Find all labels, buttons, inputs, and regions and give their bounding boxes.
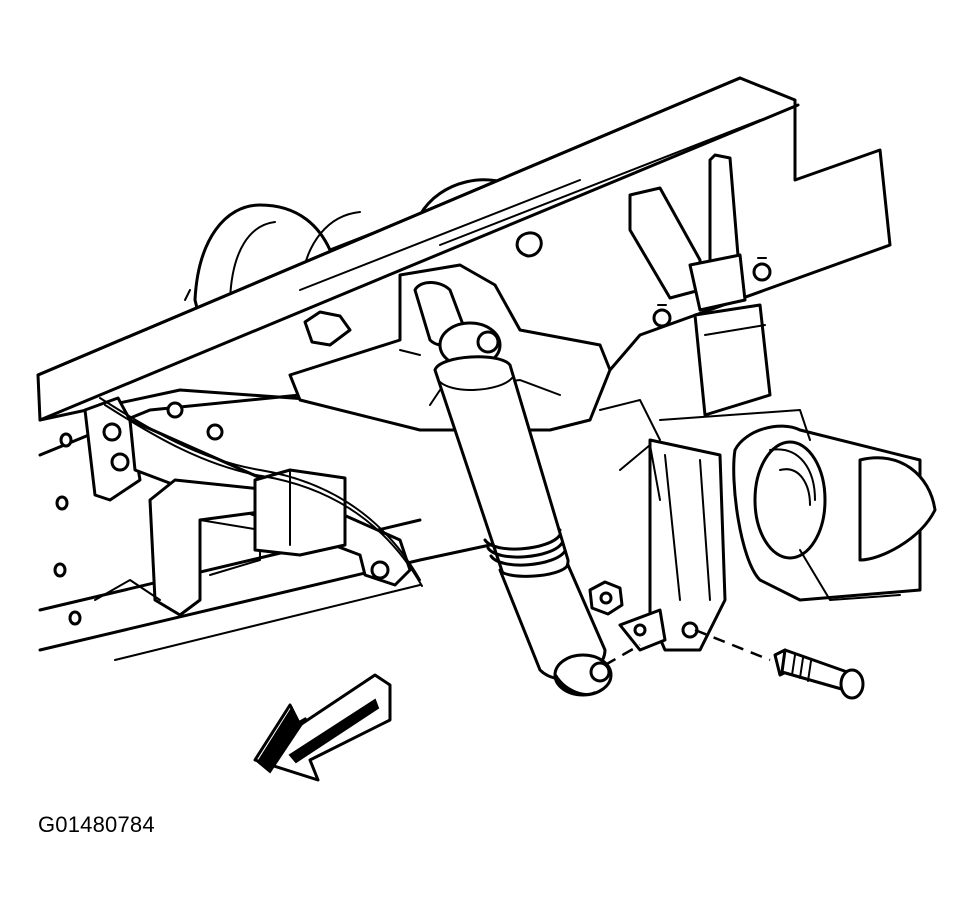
installation-path-lines xyxy=(604,628,771,667)
crossmember-bracket xyxy=(83,396,423,617)
shock-absorber xyxy=(433,321,613,697)
figure-id-label: G01480784 xyxy=(38,812,155,837)
mounting-bolt xyxy=(773,648,865,700)
lower-shock-bracket xyxy=(599,399,811,652)
axle-tube xyxy=(732,424,937,602)
lower-mount-nut xyxy=(588,580,624,616)
spring-hanger xyxy=(628,153,772,417)
front-direction-arrow-icon xyxy=(253,673,392,782)
